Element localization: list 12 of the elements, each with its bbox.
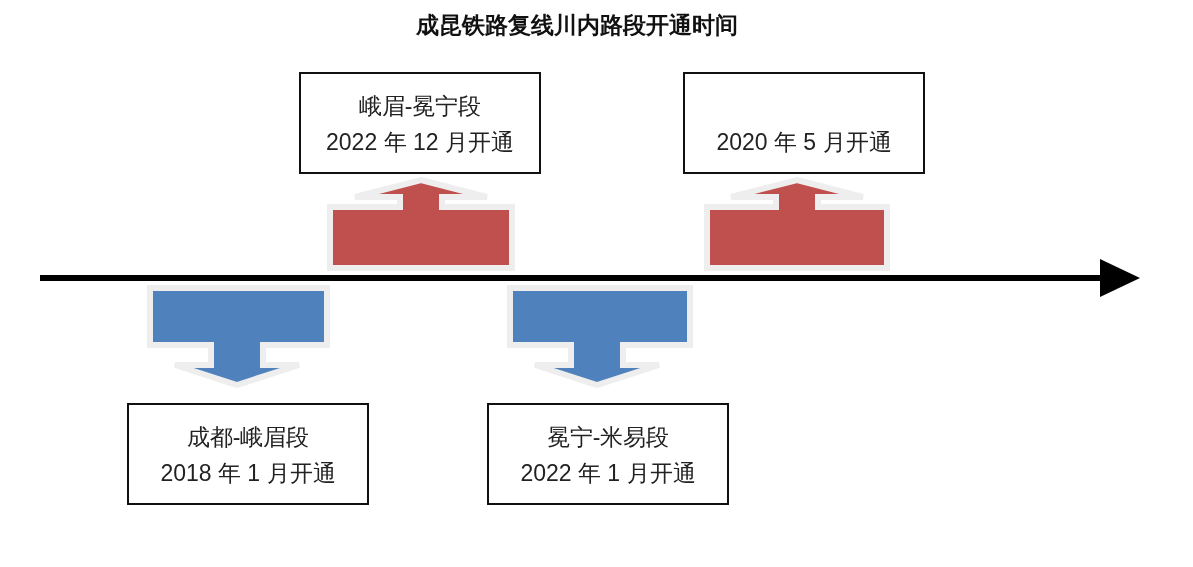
title: 成昆铁路复线川内路段开通时间 (414, 12, 739, 40)
box-text: 成都-峨眉段 (186, 423, 310, 452)
text-box (127, 403, 369, 505)
box-text: 2020 年 5 月开通 (716, 128, 892, 157)
box-text: 冕宁-米易段 (546, 423, 670, 452)
text-box (487, 403, 729, 505)
text-box (683, 72, 925, 174)
box-text: 2018 年 1 月开通 (160, 459, 336, 488)
box-text: 2022 年 1 月开通 (520, 459, 696, 488)
box-text: 2022 年 12 月开通 (326, 128, 514, 157)
box-text: 峨眉-冕宁段 (358, 92, 482, 121)
text-box (299, 72, 541, 174)
